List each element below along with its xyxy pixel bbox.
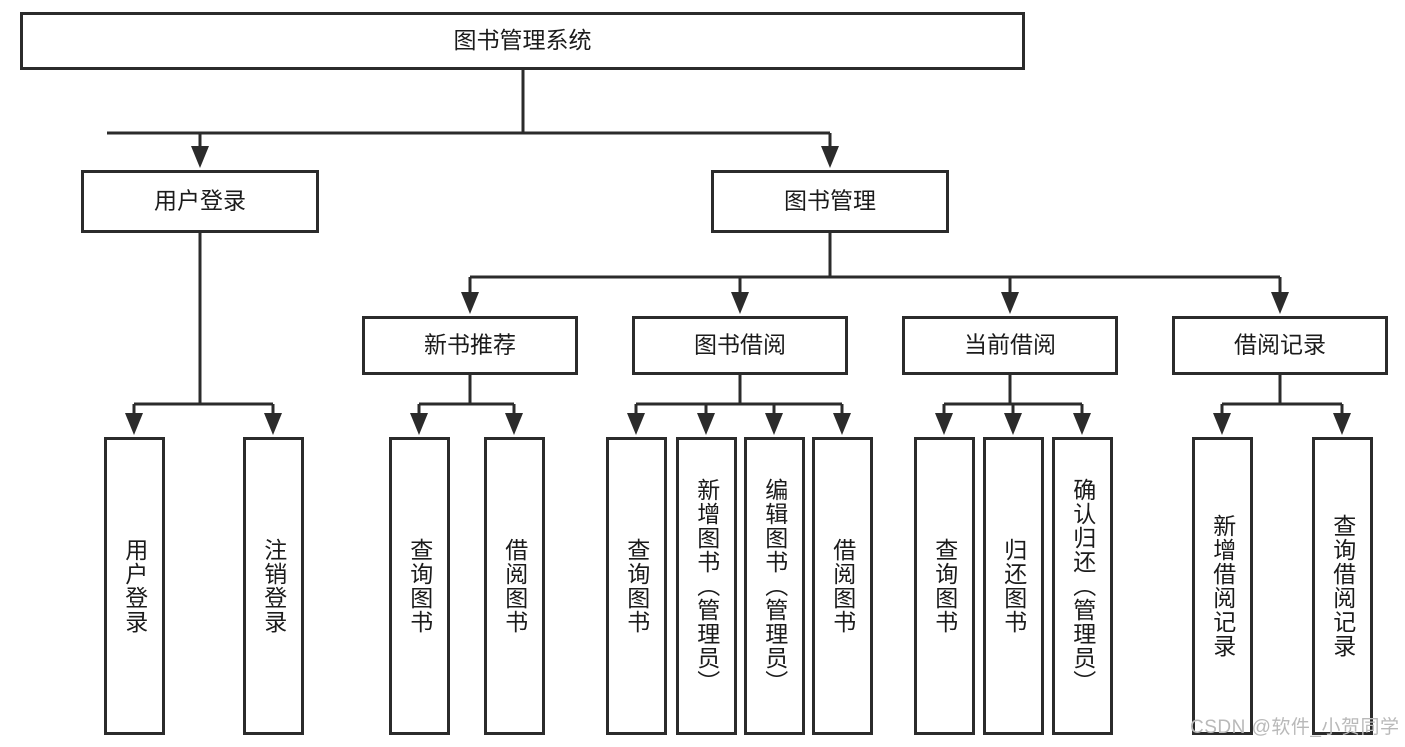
connector-layer: [107, 70, 1351, 435]
arrowhead-icon: [1271, 292, 1289, 314]
arrow-connector: [1213, 404, 1231, 435]
arrow-connector: [191, 133, 209, 168]
watermark: CSDN @软件_小贺同学: [1190, 717, 1400, 738]
arrowhead-icon: [125, 413, 143, 435]
node-label-book-manage: 图书管理: [784, 188, 876, 214]
node-label-current-borrow: 当前借阅: [964, 332, 1056, 358]
arrowhead-icon: [1004, 413, 1022, 435]
arrow-connector: [125, 404, 143, 435]
connector-bus-new-book-rec: [419, 375, 514, 406]
connector-bus-root: [107, 70, 830, 135]
arrowhead-icon: [1073, 413, 1091, 435]
arrow-connector: [461, 277, 479, 314]
node-box-leaf-return-book[interactable]: [983, 437, 1044, 735]
arrowhead-icon: [1333, 413, 1351, 435]
connector-bus-book-manage: [470, 233, 1280, 279]
arrowhead-icon: [461, 292, 479, 314]
arrow-connector: [505, 404, 523, 435]
arrowhead-icon: [264, 413, 282, 435]
arrow-connector: [410, 404, 428, 435]
arrowhead-icon: [765, 413, 783, 435]
arrow-connector: [833, 404, 851, 435]
node-label-user-login: 用户登录: [154, 188, 246, 214]
arrowhead-icon: [731, 292, 749, 314]
node-box-new-book-rec[interactable]: [362, 316, 578, 375]
node-box-book-manage[interactable]: [711, 170, 949, 233]
arrow-connector: [697, 404, 715, 435]
node-box-book-borrow[interactable]: [632, 316, 848, 375]
arrow-connector: [821, 133, 839, 168]
arrowhead-icon: [821, 146, 839, 168]
node-box-leaf-query-record[interactable]: [1312, 437, 1373, 735]
node-box-root[interactable]: [20, 12, 1025, 70]
arrow-connector: [1333, 404, 1351, 435]
arrow-connector: [731, 277, 749, 314]
arrow-connector: [935, 404, 953, 435]
connector-bus-user-login: [134, 233, 273, 406]
arrow-connector: [765, 404, 783, 435]
arrowhead-icon: [697, 413, 715, 435]
node-box-leaf-add-record[interactable]: [1192, 437, 1253, 735]
node-box-leaf-confirm-return[interactable]: [1052, 437, 1113, 735]
node-box-leaf-add-book[interactable]: [676, 437, 737, 735]
node-box-leaf-user-login[interactable]: [104, 437, 165, 735]
arrowhead-icon: [410, 413, 428, 435]
node-box-leaf-borrow-book-1[interactable]: [484, 437, 545, 735]
node-box-leaf-borrow-book-2[interactable]: [812, 437, 873, 735]
arrowhead-icon: [627, 413, 645, 435]
node-label-root: 图书管理系统: [454, 27, 592, 53]
node-label-new-book-rec: 新书推荐: [424, 332, 516, 358]
node-box-leaf-query-book-3[interactable]: [914, 437, 975, 735]
node-box-layer: [20, 12, 1388, 735]
connector-bus-current-borrow: [944, 375, 1082, 406]
node-box-current-borrow[interactable]: [902, 316, 1118, 375]
arrow-connector: [1001, 277, 1019, 314]
arrowhead-icon: [833, 413, 851, 435]
node-box-leaf-query-book-1[interactable]: [389, 437, 450, 735]
node-box-leaf-edit-book[interactable]: [744, 437, 805, 735]
arrowhead-icon: [505, 413, 523, 435]
connector-bus-book-borrow: [636, 375, 842, 406]
node-box-leaf-logout[interactable]: [243, 437, 304, 735]
arrowhead-icon: [1001, 292, 1019, 314]
arrow-connector: [1073, 404, 1091, 435]
node-box-leaf-query-book-2[interactable]: [606, 437, 667, 735]
arrow-connector: [1004, 404, 1022, 435]
arrow-connector: [627, 404, 645, 435]
arrow-connector: [264, 404, 282, 435]
node-box-user-login[interactable]: [81, 170, 319, 233]
arrowhead-icon: [935, 413, 953, 435]
arrowhead-icon: [191, 146, 209, 168]
arrowhead-icon: [1213, 413, 1231, 435]
arrow-connector: [1271, 277, 1289, 314]
connector-bus-borrow-record: [1222, 375, 1342, 406]
node-label-book-borrow: 图书借阅: [694, 332, 786, 358]
node-label-borrow-record: 借阅记录: [1234, 332, 1326, 358]
node-box-borrow-record[interactable]: [1172, 316, 1388, 375]
